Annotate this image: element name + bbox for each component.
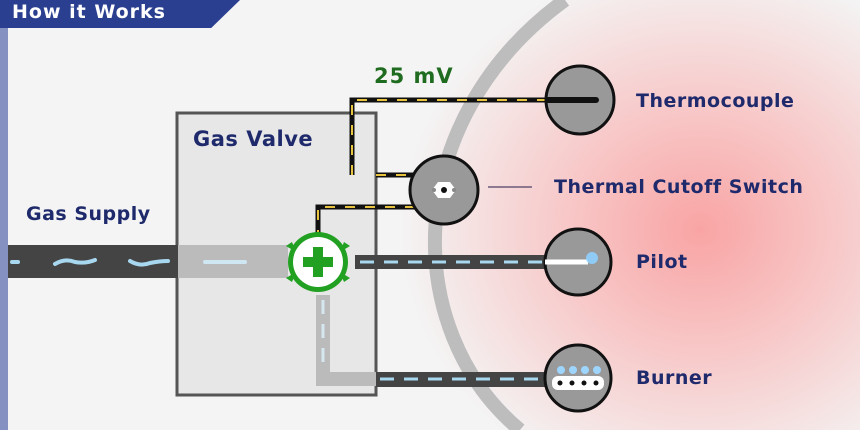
left-edge-stripe [0,28,8,430]
gas-supply-label: Gas Supply [26,203,151,225]
gas-valve-label: Gas Valve [193,127,314,151]
thermal-cutoff-label: Thermal Cutoff Switch [554,176,804,198]
pilot-line [355,255,550,269]
thermal-switch-icon [408,154,480,226]
thermocouple-icon [544,64,616,136]
burner-label: Burner [636,367,713,389]
title-banner: How it Works [0,0,240,28]
page-title: How it Works [12,1,166,23]
pilot-flame-icon [543,227,613,297]
thermocouple-label: Thermocouple [636,90,795,112]
pilot-label: Pilot [636,251,688,273]
burner-flame-icon [543,343,613,413]
voltage-label: 25 mV [374,64,454,88]
plus-valve-icon [286,232,350,292]
burner-inner-line [316,295,376,386]
